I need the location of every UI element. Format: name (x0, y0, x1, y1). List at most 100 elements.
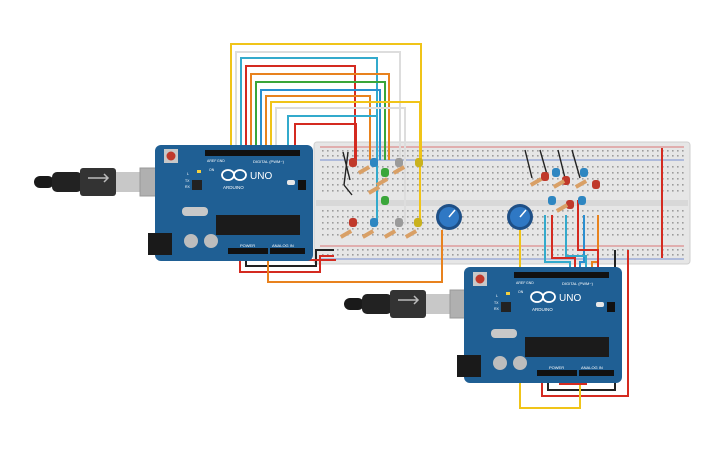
breadboard-hole (657, 234, 659, 236)
breadboard-hole (527, 166, 529, 168)
arduino-uno-right[interactable]: UNO ARDUINO DIGITAL (PWM~) POWER ANALOG … (344, 267, 622, 383)
breadboard-hole (622, 172, 624, 174)
breadboard-hole (587, 228, 589, 230)
breadboard-hole (537, 216, 539, 218)
reset-button[interactable] (473, 272, 487, 286)
breadboard-hole (527, 150, 529, 152)
breadboard-hole (652, 216, 654, 218)
breadboard-hole (637, 155, 639, 157)
breadboard-hole (472, 184, 474, 186)
crystal (491, 329, 517, 338)
breadboard-hole (457, 249, 459, 251)
led-yellow-2[interactable] (414, 218, 422, 227)
breadboard-hole (397, 210, 399, 212)
potentiometer-2[interactable] (507, 204, 533, 230)
breadboard-hole (597, 166, 599, 168)
led-gray-1[interactable] (395, 158, 403, 167)
led-blue-4[interactable] (580, 168, 588, 177)
breadboard-hole (387, 178, 389, 180)
led-blue-2[interactable] (370, 218, 378, 227)
breadboard-hole (362, 166, 364, 168)
led-green-2[interactable] (381, 196, 389, 205)
breadboard-hole (522, 190, 524, 192)
led-yellow-1[interactable] (415, 158, 423, 167)
breadboard-hole (472, 210, 474, 212)
breadboard-hole (432, 234, 434, 236)
breadboard-hole (482, 172, 484, 174)
breadboard-hole (392, 184, 394, 186)
breadboard-hole (622, 150, 624, 152)
led-red-5[interactable] (592, 180, 600, 189)
breadboard-hole (512, 184, 514, 186)
breadboard-hole (647, 228, 649, 230)
center-channel (316, 200, 688, 206)
led-green-1[interactable] (381, 168, 389, 177)
led-red-2[interactable] (349, 218, 357, 227)
wire-teal-right-2 (565, 215, 587, 272)
breadboard-hole (622, 222, 624, 224)
breadboard-hole (522, 184, 524, 186)
breadboard-hole (607, 155, 609, 157)
breadboard-hole (567, 150, 569, 152)
breadboard-hole (517, 184, 519, 186)
breadboard-hole (537, 210, 539, 212)
breadboard-hole (622, 166, 624, 168)
breadboard-hole (457, 178, 459, 180)
breadboard-hole (397, 216, 399, 218)
breadboard-hole (657, 184, 659, 186)
led-red-6[interactable] (566, 200, 574, 209)
breadboard-hole (672, 222, 674, 224)
breadboard-hole (457, 184, 459, 186)
reset-button[interactable] (164, 149, 178, 163)
breadboard-hole (457, 234, 459, 236)
breadboard-hole (392, 254, 394, 256)
breadboard-hole (612, 184, 614, 186)
led-blue-1[interactable] (370, 158, 378, 167)
breadboard-hole (432, 216, 434, 218)
breadboard-hole (552, 150, 554, 152)
breadboard-hole (647, 178, 649, 180)
breadboard-hole (617, 166, 619, 168)
breadboard-hole (607, 249, 609, 251)
breadboard-hole (372, 178, 374, 180)
led-blue-3[interactable] (552, 168, 560, 177)
breadboard-hole (367, 190, 369, 192)
aref-label: AREF (516, 281, 525, 285)
breadboard-hole (392, 190, 394, 192)
led-red-3[interactable] (541, 172, 549, 181)
breadboard-hole (357, 166, 359, 168)
breadboard-hole (552, 166, 554, 168)
breadboard-hole (432, 150, 434, 152)
breadboard-hole (347, 249, 349, 251)
breadboard-hole (352, 228, 354, 230)
breadboard-hole (607, 150, 609, 152)
breadboard-hole (532, 150, 534, 152)
breadboard-hole (437, 228, 439, 230)
breadboard-hole (347, 228, 349, 230)
breadboard-hole (442, 155, 444, 157)
breadboard-hole (617, 150, 619, 152)
breadboard-hole (482, 210, 484, 212)
breadboard-hole (337, 249, 339, 251)
breadboard-hole (462, 210, 464, 212)
breadboard-hole (397, 190, 399, 192)
breadboard-hole (562, 210, 564, 212)
breadboard-hole (622, 155, 624, 157)
breadboard-hole (382, 155, 384, 157)
potentiometer-1[interactable] (436, 204, 462, 230)
breadboard-hole (682, 150, 684, 152)
breadboard-hole (482, 234, 484, 236)
breadboard-hole (467, 178, 469, 180)
led-red-1[interactable] (349, 158, 357, 167)
arduino-uno-left[interactable]: UNO ARDUINO DIGITAL (PWM~) POWER ANALOG … (34, 145, 313, 261)
led-gray-2[interactable] (395, 218, 403, 227)
breadboard-hole (332, 216, 334, 218)
l-label: L (187, 172, 189, 176)
breadboard-hole (632, 166, 634, 168)
breadboard-hole (642, 166, 644, 168)
breadboard-hole (427, 155, 429, 157)
led-blue-5[interactable] (548, 196, 556, 205)
breadboard-hole (462, 155, 464, 157)
led-blue-6[interactable] (578, 196, 586, 205)
breadboard-hole (392, 150, 394, 152)
